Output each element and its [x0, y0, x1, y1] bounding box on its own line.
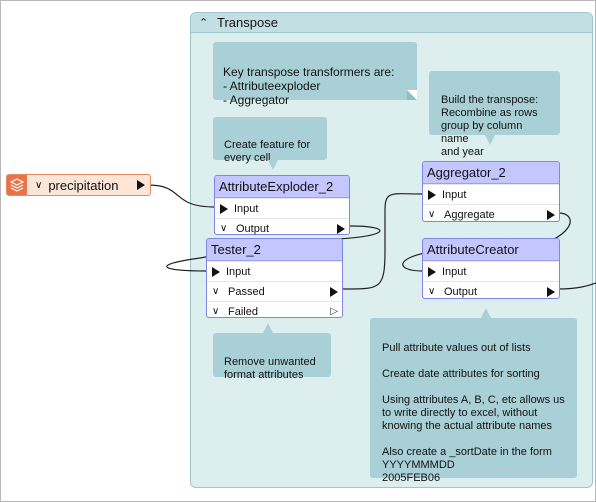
output-port-hollow-icon[interactable]: ▷ [330, 306, 338, 317]
failed-port[interactable]: ∨ Failed ▷ [207, 301, 342, 321]
note-text: Key transpose transformers are: - Attrib… [223, 65, 395, 107]
chevron-down-icon[interactable]: ∨ [428, 286, 436, 297]
note-build-transpose[interactable]: Build the transpose: Recombine as rows g… [429, 71, 560, 158]
bookmark-title: Transpose [217, 15, 278, 30]
input-port-icon[interactable] [220, 203, 228, 214]
port-label: Input [226, 265, 251, 278]
input-port[interactable]: Input [423, 184, 559, 204]
note-create-feature[interactable]: Create feature for every cell [213, 117, 327, 170]
chevron-down-icon[interactable]: ∨ [212, 306, 220, 317]
note-pointer [268, 160, 278, 170]
port-label: Input [442, 265, 467, 278]
output-port-icon[interactable] [137, 180, 145, 190]
note-text: Build the transpose: Recombine as rows g… [441, 94, 539, 158]
input-port[interactable]: Input [215, 198, 349, 218]
collapse-caret-icon[interactable]: ⌃ [199, 17, 209, 29]
note-remove-attributes[interactable]: Remove unwanted format attributes [213, 323, 331, 381]
port-label: Aggregate [444, 208, 495, 221]
input-port[interactable]: Input [207, 261, 342, 281]
transformer-attribute-creator[interactable]: AttributeCreator Input ∨ Output [422, 238, 560, 299]
chevron-down-icon[interactable]: ∨ [428, 209, 436, 220]
transformer-aggregator[interactable]: Aggregator_2 Input ∨ Aggregate [422, 161, 560, 222]
output-port[interactable]: ∨ Output [423, 281, 559, 301]
bookmark-header[interactable]: ⌃ Transpose [191, 13, 592, 33]
port-label: Output [236, 222, 270, 235]
transformer-title[interactable]: Tester_2 [207, 239, 342, 261]
transformer-tester[interactable]: Tester_2 Input ∨ Passed ∨ Failed ▷ [206, 238, 343, 318]
port-label: Input [442, 188, 467, 201]
output-port-icon[interactable] [330, 287, 338, 297]
input-port-icon[interactable] [212, 266, 220, 277]
passed-port[interactable]: ∨ Passed [207, 281, 342, 301]
input-port-icon[interactable] [428, 189, 436, 200]
note-pointer [485, 135, 495, 145]
note-fold [407, 90, 417, 100]
chevron-down-icon[interactable]: ∨ [212, 286, 220, 297]
port-label: Passed [228, 285, 265, 298]
output-port-icon[interactable] [547, 210, 555, 220]
transformer-title[interactable]: Aggregator_2 [423, 162, 559, 184]
output-port-icon[interactable] [337, 224, 345, 234]
port-label: Output [444, 285, 478, 298]
layers-icon [7, 175, 27, 195]
transformer-title[interactable]: AttributeCreator [423, 239, 559, 261]
output-port[interactable]: ∨ Output [215, 218, 349, 238]
input-port[interactable]: Input [423, 261, 559, 281]
note-key-transformers[interactable]: Key transpose transformers are: - Attrib… [213, 42, 417, 107]
note-pointer [481, 308, 491, 318]
chevron-down-icon[interactable]: ∨ [35, 179, 43, 191]
note-text: Create feature for every cell [224, 139, 311, 164]
transformer-attribute-exploder[interactable]: AttributeExploder_2 Input ∨ Output [214, 175, 350, 235]
aggregate-port[interactable]: ∨ Aggregate [423, 204, 559, 224]
reader-name: precipitation [48, 177, 119, 193]
reader-precipitation[interactable]: ∨ precipitation [6, 174, 151, 196]
note-pull-attributes[interactable]: Pull attribute values out of lists Creat… [370, 308, 577, 484]
output-port-icon[interactable] [547, 287, 555, 297]
note-text: Pull attribute values out of lists Creat… [382, 342, 565, 484]
note-pointer [263, 323, 273, 333]
transformer-title[interactable]: AttributeExploder_2 [215, 176, 349, 198]
note-text: Remove unwanted format attributes [224, 356, 316, 381]
input-port-icon[interactable] [428, 266, 436, 277]
chevron-down-icon[interactable]: ∨ [220, 223, 228, 234]
port-label: Input [234, 202, 259, 215]
port-label: Failed [228, 305, 258, 318]
